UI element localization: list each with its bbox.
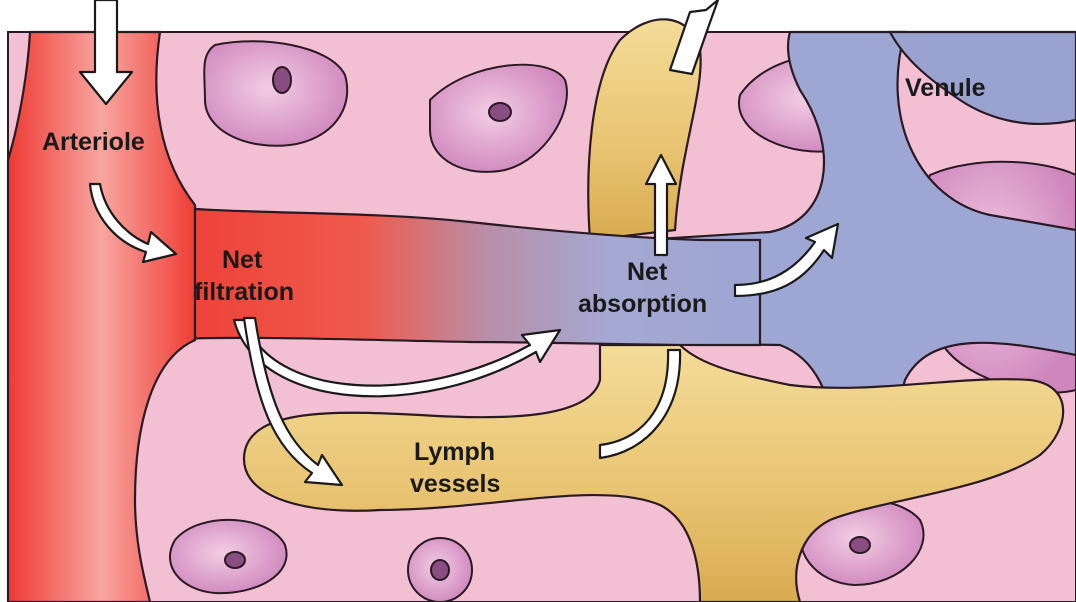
cell-nucleus xyxy=(489,103,511,121)
net-filtration-label-line2: filtration xyxy=(194,278,294,306)
cell-nucleus xyxy=(225,552,245,568)
net-filtration-label-line1: Net xyxy=(222,246,263,274)
arteriole-label: Arteriole xyxy=(42,128,145,156)
cell-nucleus xyxy=(431,560,449,580)
cell-nucleus xyxy=(273,67,291,93)
venule-label: Venule xyxy=(905,74,986,102)
cell-nucleus xyxy=(850,537,870,553)
net-absorption-label-line1: Net xyxy=(627,258,668,286)
lymph-vessels-label-line1: Lymph xyxy=(414,438,495,466)
tissue-cell xyxy=(204,41,347,146)
net-absorption-label-line2: absorption xyxy=(578,290,707,318)
lymph-vessels-label-line2: vessels xyxy=(410,470,500,498)
